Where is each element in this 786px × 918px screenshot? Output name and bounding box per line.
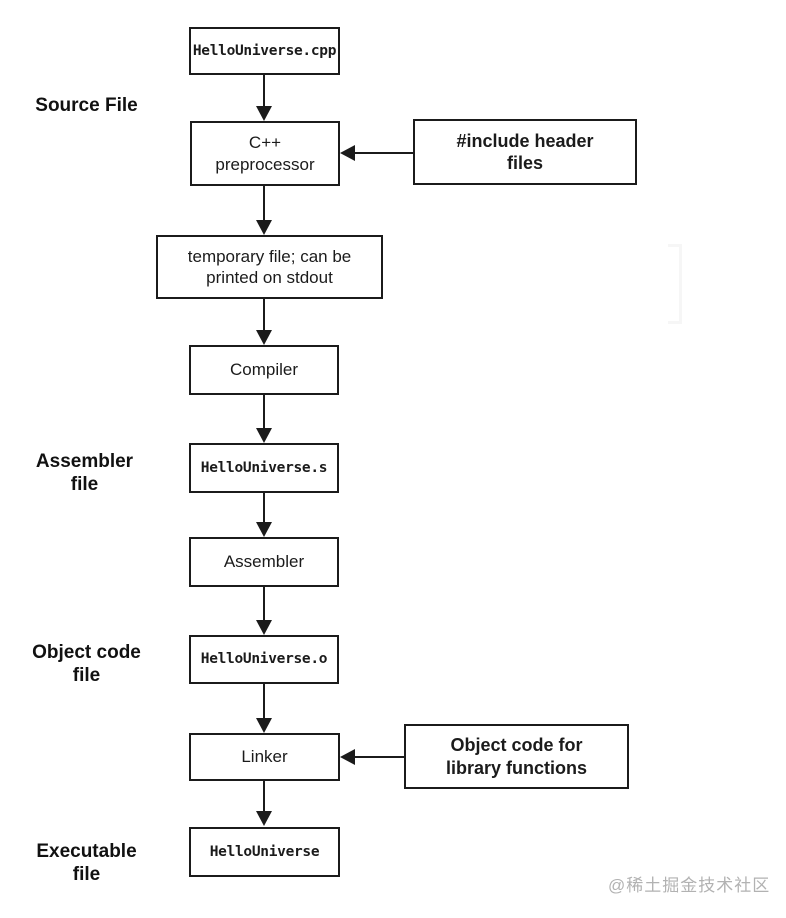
node-linker: Linker (189, 733, 340, 781)
node-source-cpp-file: HelloUniverse.cpp (189, 27, 340, 75)
node-compiler: Compiler (189, 345, 339, 395)
arrow-head-down-icon (256, 428, 272, 443)
arrow-head-down-icon (256, 811, 272, 826)
arrow-line (263, 587, 265, 621)
node-assembler: Assembler (189, 537, 339, 587)
node-include-header-files: #include header files (413, 119, 637, 185)
arrow-head-left-icon (340, 145, 355, 161)
arrow-line (263, 781, 265, 812)
node-assembler-file: HelloUniverse.s (189, 443, 339, 493)
stage-label-object-code-file: Object code file (32, 642, 141, 687)
stage-label-executable-file: Executable file (36, 841, 137, 886)
node-object-code-library: Object code for library functions (404, 724, 629, 789)
arrow-line (353, 152, 413, 154)
arrow-line (263, 75, 265, 107)
arrow-head-down-icon (256, 522, 272, 537)
arrow-line (263, 186, 265, 221)
arrow-head-down-icon (256, 330, 272, 345)
node-cpp-preprocessor: C++ preprocessor (190, 121, 340, 186)
arrow-line (263, 493, 265, 523)
arrow-head-down-icon (256, 106, 272, 121)
faint-bracket-artifact (668, 244, 682, 324)
arrow-head-down-icon (256, 220, 272, 235)
node-executable-file: HelloUniverse (189, 827, 340, 877)
stage-label-source-file: Source File (35, 95, 138, 116)
arrow-head-down-icon (256, 718, 272, 733)
arrow-line (263, 299, 265, 331)
arrow-head-left-icon (340, 749, 355, 765)
arrow-line (263, 395, 265, 429)
arrow-head-down-icon (256, 620, 272, 635)
stage-label-assembler-file: Assembler file (35, 451, 134, 496)
arrow-line (263, 684, 265, 719)
watermark-text: @稀土掘金技术社区 (608, 876, 771, 895)
node-object-code-file: HelloUniverse.o (189, 635, 339, 684)
arrow-line (353, 756, 404, 758)
node-temporary-file: temporary file; can be printed on stdout (156, 235, 383, 299)
